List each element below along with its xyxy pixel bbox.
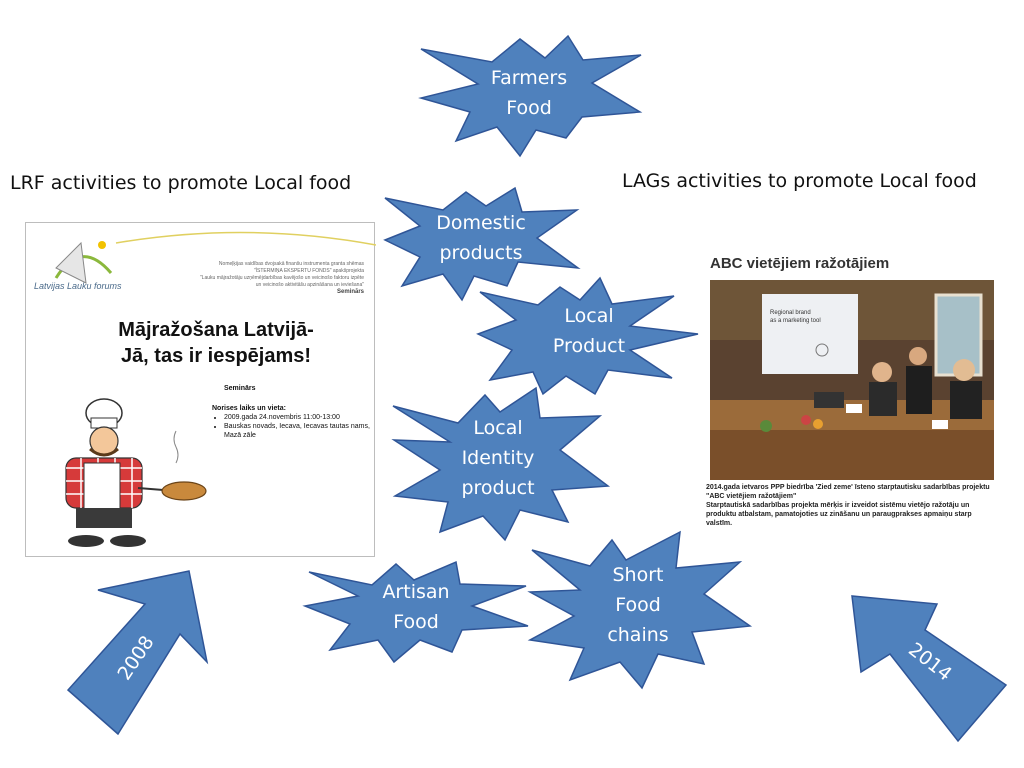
poster-org-text: Nomeļķijas vaidības dvojsakā finanšu ins… [164, 261, 364, 296]
logo-sun [98, 241, 106, 249]
star-shapes [302, 34, 753, 690]
poster-title: Mājražošana Latvijā- Jā, tas ir iespējam… [66, 317, 366, 369]
poster-details-list: 2009.gada 24.novembris 11:00-13:00 Bausk… [212, 413, 374, 440]
star-label-line: chains [607, 624, 669, 646]
star-label-line: Food [506, 97, 552, 119]
poster-title-line: Mājražošana Latvijā- [118, 319, 314, 341]
poster-detail-item: 2009.gada 24.novembris 11:00-13:00 [224, 413, 374, 422]
poster-detail-item: Bauskas novads, Iecava, Iecavas tautas n… [224, 422, 374, 440]
photo-title: ABC vietējiem ražotājiem [710, 255, 890, 272]
star-local-identity-product [391, 386, 611, 542]
seminar-poster: Nomeļķijas vaidības dvojsakā finanšu ins… [25, 222, 376, 557]
poster-org-line: un veicinošo aktivitāšu apzināšana un ie… [255, 282, 364, 288]
star-label-line: Identity [461, 447, 535, 469]
photo-caption-body: Starptautiskā sadarbības projekta mērķis… [706, 502, 972, 527]
star-label-line: Local [473, 417, 523, 439]
star-label-line: Farmers [490, 67, 568, 89]
logo-triangle [55, 241, 87, 284]
star-label-local-identity-product: Local Identity product [428, 413, 568, 503]
star-label-line: Artisan [382, 581, 450, 603]
workshop-photo-card: ABC vietējiem ražotājiem Regional brand … [706, 253, 996, 533]
photo-caption-bold: 2014.gada ietvaros PPP biedrība 'Zied ze… [706, 484, 990, 500]
star-artisan-food [302, 560, 529, 664]
workshop-photo: Regional brand as a marketing tool [710, 280, 994, 480]
star-label-line: Food [393, 611, 439, 633]
star-label-line: product [461, 477, 535, 499]
left-heading: LRF activities to promote Local food [10, 172, 352, 194]
star-label-line: Domestic [436, 212, 526, 234]
star-label-short-food-chains: Short Food chains [568, 560, 708, 650]
poster-arc-line [115, 231, 376, 246]
poster-logo-name: Latvijas Lauku forums [34, 281, 122, 291]
projector-screen [762, 294, 858, 374]
star-short-food-chains [527, 530, 753, 690]
star-farmers-food [418, 34, 643, 158]
poster-org-line: "Lauku mājražotāju uzņēmējdarbības kavēj… [199, 275, 364, 281]
poster-org-line: Nomeļķijas vaidības dvojsakā finanšu ins… [218, 261, 364, 267]
star-label-line: Product [552, 335, 626, 357]
poster-org-seminar: Seminārs [336, 289, 364, 295]
arrow-2008 [66, 570, 209, 736]
arrow-shapes: 2008 2014 [66, 570, 1008, 743]
photo-caption: 2014.gada ietvaros PPP biedrība 'Zied ze… [706, 483, 996, 528]
poster-title-line: Jā, tas ir iespējams! [120, 345, 312, 367]
star-label-artisan-food: Artisan Food [346, 577, 486, 637]
poster-org-line: "ĪSTERMIŅA EKSPERTU FONDS" apakšprojekta [253, 268, 364, 274]
poster-seminar-label: Seminārs [224, 385, 256, 392]
star-label-line: Food [615, 594, 661, 616]
arrow-2014 [851, 595, 1008, 743]
star-label-local-product: Local Product [519, 301, 659, 361]
star-local-product [476, 276, 699, 396]
star-label-line: Local [564, 305, 614, 327]
star-label-domestic-products: Domestic products [411, 208, 551, 268]
star-label-line: Short [612, 564, 664, 586]
star-domestic-products [383, 186, 581, 302]
poster-when-label: Norises laiks un vieta: [212, 405, 286, 412]
chef-illustration [65, 398, 207, 547]
right-heading: LAGs activities to promote Local food [622, 170, 977, 192]
star-label-farmers-food: Farmers Food [459, 63, 599, 123]
screen-text-line2: as a marketing tool [770, 318, 821, 324]
screen-text-line1: Regional brand [770, 310, 811, 316]
poster-graphics [54, 231, 376, 547]
star-label-line: products [439, 242, 523, 264]
